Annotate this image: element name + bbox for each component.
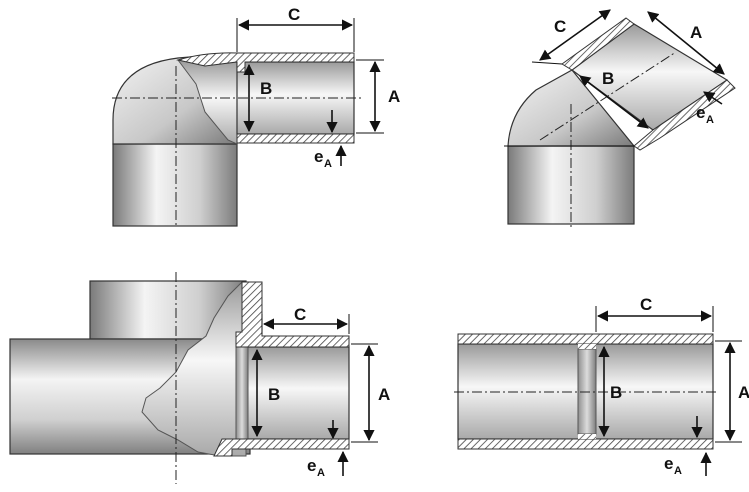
coupling-ea-subscript: A: [674, 465, 682, 477]
elbow-45-b-dimension: [579, 75, 649, 129]
coupling-bottom-stop-wall: [578, 434, 596, 439]
elbow-90-bottom-wall: [236, 133, 355, 144]
elbow-45-c-label: C: [554, 17, 566, 36]
coupling-top-wall: [457, 333, 714, 345]
tee-a-label: A: [378, 385, 390, 404]
tee-ea-label: e: [307, 456, 316, 475]
coupling-bottom-wall: [457, 438, 714, 450]
elbow-90-ea-label: e: [314, 147, 323, 166]
elbow-45-ea-subscript: A: [706, 114, 714, 126]
elbow-45-figure: C A B e A: [504, 9, 736, 230]
tee-socket-bore: [245, 346, 350, 440]
coupling-c-label: C: [640, 295, 652, 314]
tee-bottom-wall: [213, 438, 350, 457]
tee-socket-shoulder: [235, 346, 249, 440]
tee-top-wall: [235, 281, 350, 348]
elbow-90-b-label: B: [260, 79, 272, 98]
coupling-ea-label: e: [664, 454, 673, 473]
elbow-90-top-wall: [176, 52, 355, 73]
elbow-45-ea-label: e: [696, 103, 705, 122]
elbow-90-ea-subscript: A: [324, 158, 332, 170]
coupling-a-label: A: [738, 383, 749, 402]
tee-figure: C A B e A: [9, 272, 390, 484]
elbow-45-b-label: B: [602, 69, 614, 88]
tee-b-label: B: [268, 385, 280, 404]
elbow-90-a-label: A: [388, 87, 400, 106]
elbow-45-c-ext-a: [531, 61, 563, 65]
tee-c-label: C: [294, 305, 306, 324]
tee-cutaway: [141, 281, 247, 457]
coupling-top-stop-wall: [578, 344, 596, 349]
elbow-90-figure: C A B e A: [112, 5, 400, 228]
elbow-45-c-dimension: [539, 9, 611, 61]
tee-ea-subscript: A: [317, 467, 325, 479]
elbow-45-a-dimension: [647, 11, 725, 75]
elbow-90-c-label: C: [288, 5, 300, 24]
coupling-figure: C A B e A: [454, 295, 749, 477]
elbow-45-a-label: A: [690, 23, 702, 42]
coupling-b-label: B: [610, 383, 622, 402]
elbow-90-vertical-leg: [112, 143, 238, 227]
elbow-45-ea-arrow: [703, 91, 723, 105]
